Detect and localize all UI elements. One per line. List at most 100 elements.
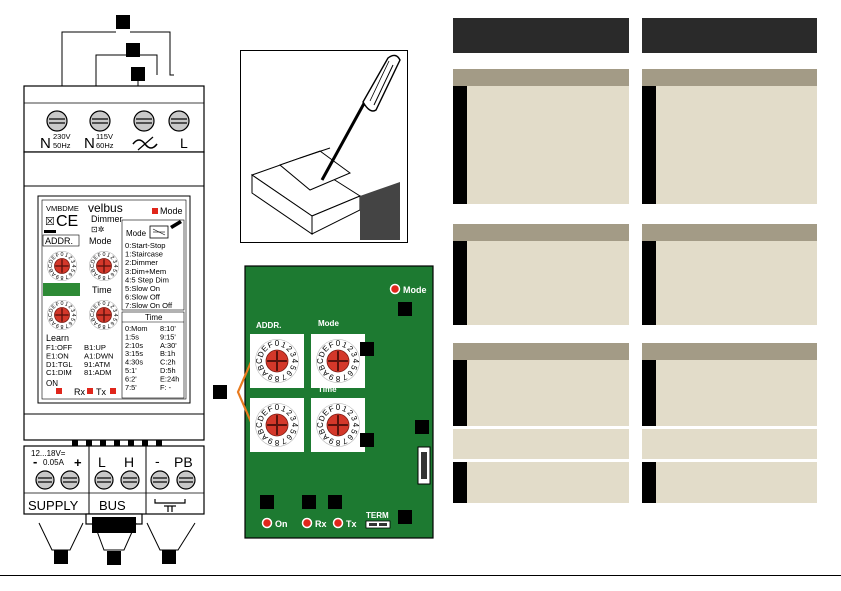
dial-digit: F	[97, 252, 103, 259]
marking-60hz: 60Hz	[96, 141, 114, 150]
time-list-item: 3:15s	[125, 349, 143, 358]
section-gap	[453, 459, 629, 462]
dial-digit: 0	[275, 339, 280, 348]
time-list-item: E:24h	[160, 374, 179, 383]
section-bar	[453, 224, 629, 241]
mode-list-item: 0:Start-Stop	[125, 241, 166, 250]
dial-digit: A	[259, 432, 270, 443]
pb-minus: -	[155, 453, 160, 469]
dial-digit: 0	[61, 301, 64, 307]
pcb-time-label: Time	[318, 385, 337, 394]
dial-digit: D	[256, 350, 267, 359]
rx-led-square	[87, 388, 93, 394]
addr-label: ADDR.	[45, 236, 73, 246]
dial-digit: A	[92, 319, 99, 326]
callout-marker	[213, 385, 227, 399]
dial-digit: 0	[275, 403, 280, 412]
mode-list-item: 7:Slow On Off	[125, 301, 173, 310]
section-body	[642, 360, 817, 503]
time-list: 0:Mom1:5s2:10s3:15s4:30s5:1'6:2'7:5'8:10…	[125, 324, 179, 392]
dial-digit: C	[255, 358, 264, 364]
time-list-item: 7:5'	[125, 383, 137, 392]
dial-digit: F	[55, 301, 61, 308]
time-list-item: 6:2'	[125, 374, 137, 383]
dial-digit: D	[317, 350, 328, 359]
tx-led-square	[110, 388, 116, 394]
dial-digit: 4	[290, 359, 299, 364]
dial-digit: 6	[345, 433, 355, 443]
pcb-term-jumper[interactable]	[365, 520, 391, 529]
dial-digit: 4	[290, 423, 299, 428]
dial-digit: 8	[335, 374, 340, 383]
dial-digit: 5	[69, 268, 76, 273]
dial-digit: 5	[349, 428, 359, 436]
mode-list-item: 5:Slow On	[125, 284, 160, 293]
time-heading: Time	[145, 313, 163, 322]
dial-digit: 5	[288, 428, 298, 436]
dial-digit: 7	[280, 436, 288, 446]
top-leader-lines	[61, 31, 174, 88]
section-body	[453, 241, 629, 325]
dial-digit: C	[90, 313, 96, 317]
dial-digit: 5	[288, 364, 298, 372]
time-list-item: 0:Mom	[125, 324, 148, 333]
brand-label: velbus	[88, 201, 123, 215]
page-footer-rule	[0, 575, 841, 576]
time-list-item: B:1h	[160, 349, 175, 358]
dial-digit: 1	[280, 340, 288, 350]
pcb-mode-label: Mode	[318, 319, 339, 328]
dial-digit: B	[90, 267, 97, 273]
dial-digit: 9	[55, 322, 60, 329]
dial-digit: 0	[336, 339, 341, 348]
learn-list-item: 91:ATM	[84, 360, 110, 369]
dial-digit: 2	[346, 408, 355, 417]
time-list-item: 8:10'	[160, 324, 176, 333]
dial-digit: 6	[109, 320, 115, 326]
dial-digit: A	[320, 368, 331, 379]
dial-digit: B	[48, 316, 55, 322]
dial-digit: E	[51, 303, 58, 310]
dial-digit: 8	[103, 274, 106, 280]
screwdriver-mini-icon	[170, 220, 182, 229]
model-label: VMBDME	[46, 204, 79, 213]
dial-digit: 3	[349, 415, 359, 423]
mode-heading: Mode	[126, 229, 147, 238]
dial-digit: 1	[280, 404, 288, 414]
dial-digit: D	[90, 308, 97, 314]
dial-digit: 0	[336, 403, 341, 412]
dial-digit: C	[316, 358, 325, 364]
bottom-screw-terminals	[35, 470, 196, 490]
section-body	[453, 86, 629, 204]
dial-digit: 7	[106, 273, 111, 280]
pcb-addr-label: ADDR.	[256, 321, 281, 330]
dial-digit: 7	[106, 322, 111, 329]
time-dial-label: Time	[92, 285, 112, 295]
marking-115v: 115V	[96, 132, 113, 141]
tx-label: Tx	[96, 387, 106, 397]
time-list-item: 1:5s	[125, 332, 139, 341]
dial-digit: 6	[284, 369, 294, 379]
section-gap	[642, 459, 817, 462]
dial-digit: 2	[109, 304, 115, 310]
dial-digit: D	[317, 414, 328, 423]
dial-digit: 9	[327, 372, 335, 382]
dial-digit: 8	[335, 438, 340, 447]
dial-digit: 2	[346, 344, 355, 353]
bus-l: L	[98, 454, 106, 470]
section-bar	[453, 343, 629, 360]
dial-digit: 8	[274, 438, 279, 447]
dial-digit: 3	[288, 415, 298, 423]
marking-n115: N	[84, 135, 95, 152]
screwdriver-shaft	[320, 97, 369, 181]
learn-label: Learn	[46, 333, 69, 343]
dial-digit: B	[256, 427, 266, 435]
dial-digit: E	[260, 344, 270, 354]
learn-list-item: B1:UP	[84, 343, 106, 352]
dial-digit: 3	[111, 259, 118, 264]
callout-marker	[360, 342, 374, 356]
front-panel	[37, 195, 191, 404]
callout-marker	[398, 510, 412, 524]
dial-digit: 6	[109, 271, 115, 277]
mode-led-label: Mode	[160, 206, 183, 216]
